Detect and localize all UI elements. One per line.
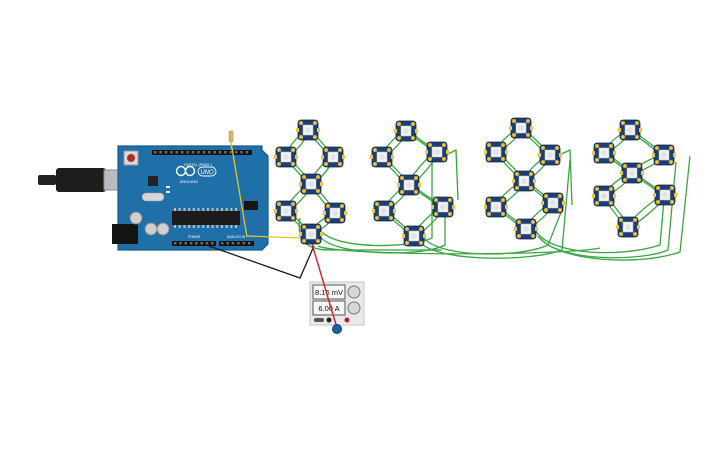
power-supply[interactable]: 8.16 mV 6.00 A: [309, 281, 365, 326]
neopixel[interactable]: [620, 162, 644, 184]
usb-chip: [148, 176, 158, 186]
neopixel[interactable]: [274, 146, 298, 168]
wire-endpoint-handle[interactable]: [332, 324, 342, 334]
usb-plug-body[interactable]: [56, 168, 106, 192]
analog-label: ANALOG IN: [227, 235, 246, 239]
power-jack[interactable]: [112, 224, 138, 244]
neopixel[interactable]: [402, 225, 426, 247]
usb-cable[interactable]: [38, 175, 56, 185]
power-header[interactable]: [172, 241, 216, 246]
digital-label: DIGITAL (PWM~): [184, 163, 212, 167]
reset-button-cap: [127, 154, 135, 162]
neopixel[interactable]: [512, 170, 536, 192]
capacitor-2: [144, 222, 158, 236]
neopixel[interactable]: [372, 200, 396, 222]
rx-led: [166, 191, 170, 193]
neopixel[interactable]: [592, 185, 616, 207]
neopixel[interactable]: [370, 146, 394, 168]
neopixel[interactable]: [431, 196, 455, 218]
neopixel[interactable]: [274, 200, 298, 222]
neopixel[interactable]: [538, 144, 562, 166]
neopixel[interactable]: [652, 144, 676, 166]
neopixel[interactable]: [514, 218, 538, 240]
neopixel[interactable]: [592, 142, 616, 164]
neopixel[interactable]: [397, 174, 421, 196]
neopixel[interactable]: [484, 196, 508, 218]
signal-wire-to-resistor[interactable]: [230, 141, 248, 238]
neopixel[interactable]: [323, 202, 347, 224]
neopixel[interactable]: [541, 192, 565, 214]
neopixel[interactable]: [296, 119, 320, 141]
neopixel[interactable]: [484, 141, 508, 163]
arduino-text: ARDUINO: [180, 179, 198, 184]
icsp-header: [244, 201, 258, 210]
ground-wire[interactable]: [208, 245, 315, 279]
uno-text: UNO: [200, 170, 214, 176]
neopixel[interactable]: [509, 117, 533, 139]
chip-legs: [174, 208, 238, 228]
negative-terminal[interactable]: [326, 317, 332, 323]
resistor[interactable]: [228, 130, 234, 150]
neopixel[interactable]: [618, 119, 642, 141]
neopixel[interactable]: [299, 223, 323, 245]
arduino-uno[interactable]: DIGITAL (PWM~) UNO ARDUINO POWER ANALOG …: [38, 145, 269, 251]
voltage-knob[interactable]: [347, 285, 361, 299]
neopixel[interactable]: [616, 216, 640, 238]
neopixel[interactable]: [425, 141, 449, 163]
voltage-display: 8.16 mV: [315, 288, 343, 297]
crystal: [141, 192, 165, 202]
neopixel-group[interactable]: [274, 117, 677, 247]
tx-led: [166, 186, 170, 188]
atmega-chip: [172, 211, 240, 225]
arduino-logo: [175, 165, 217, 177]
neopixel[interactable]: [394, 120, 418, 142]
positive-terminal[interactable]: [344, 317, 350, 323]
neopixel[interactable]: [653, 184, 677, 206]
output-switch[interactable]: [314, 318, 324, 322]
power-wire[interactable]: [311, 243, 338, 329]
neopixel[interactable]: [299, 173, 323, 195]
analog-header[interactable]: [219, 241, 254, 246]
capacitor-3: [156, 222, 170, 236]
digital-pins: [154, 151, 249, 154]
power-label: POWER: [188, 235, 201, 239]
signal-wire-to-first-pixel[interactable]: [246, 235, 301, 239]
current-knob[interactable]: [347, 301, 361, 315]
digital-header[interactable]: [152, 150, 252, 155]
bottom-pins: [174, 242, 251, 245]
capacitor-1: [129, 211, 143, 225]
neopixel[interactable]: [321, 146, 345, 168]
current-display: 6.00 A: [318, 304, 339, 313]
